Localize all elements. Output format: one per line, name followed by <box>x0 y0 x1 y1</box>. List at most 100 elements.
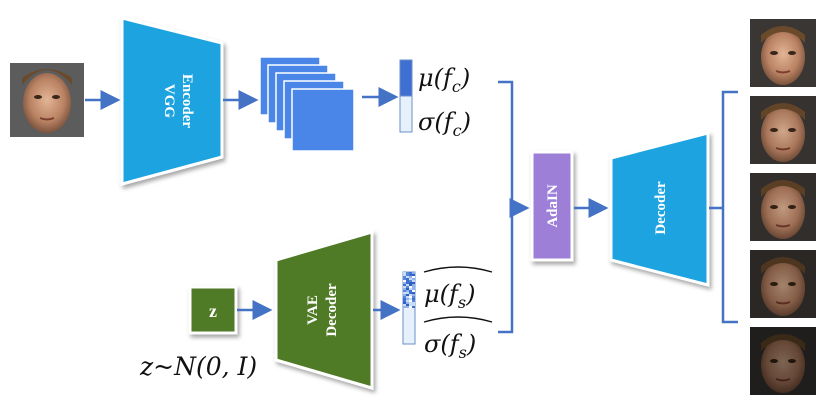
output-face-image <box>750 173 816 241</box>
style-stat-pixel <box>403 286 406 288</box>
style-stat-pixel <box>409 304 412 306</box>
mu-fs-group: μ(fs) <box>423 266 493 312</box>
style-stat-pixel <box>406 294 409 296</box>
decoder-label: Decoder <box>653 181 669 235</box>
output-bracket <box>709 90 738 324</box>
style-stat-pixel <box>403 282 406 284</box>
adain-label: AdaIN <box>545 184 561 228</box>
vgg-encoder-block <box>120 16 224 186</box>
style-stat-pixel <box>409 290 412 292</box>
style-stat-pixel <box>412 286 415 288</box>
style-stat-pixel <box>406 276 409 278</box>
style-stat-pixel <box>412 276 415 278</box>
output-face-image <box>750 327 816 395</box>
style-stat-pixel <box>403 300 406 302</box>
style-stat-pixel <box>409 288 412 290</box>
style-stat-pixel <box>412 304 415 306</box>
style-stat-pixel <box>406 290 409 292</box>
style-stat-pixel <box>412 306 415 308</box>
style-stat-pixel <box>406 292 409 294</box>
style-stat-pixel <box>403 284 406 286</box>
style-stat-pixel <box>409 278 412 280</box>
mu-fc-label: μ(fc) <box>418 64 470 96</box>
style-stat-pixel <box>406 296 409 298</box>
style-stat-pixel <box>403 276 406 278</box>
decoder-block <box>609 131 710 287</box>
style-stat-pixel <box>403 306 406 308</box>
style-stat-pixel <box>403 302 406 304</box>
sigma-fs-group: σ(fs) <box>423 316 493 362</box>
style-stat-pixel <box>403 280 406 282</box>
style-stat-pixel <box>406 288 409 290</box>
mu-fs-tilde <box>423 266 493 273</box>
style-stat-pixel <box>406 282 409 284</box>
style-stat-pixel <box>403 296 406 298</box>
vae-decoder-label-line2: Decoder <box>324 283 340 337</box>
style-stat-pixel <box>409 276 412 278</box>
style-stat-pixel <box>412 296 415 298</box>
output-face-image <box>750 96 816 164</box>
output-face-image <box>750 250 816 318</box>
style-stat-pixel <box>403 304 406 306</box>
style-stat-pixel <box>409 284 412 286</box>
z-box-label: z <box>209 301 217 321</box>
style-stat-pixel <box>412 274 415 276</box>
style-stat-pixel <box>409 280 412 282</box>
style-stat-pixel <box>403 272 406 274</box>
style-stat-pixel <box>406 274 409 276</box>
style-stat-pixel <box>406 306 409 308</box>
style-stat-pixel <box>412 300 415 302</box>
style-stat-pixel <box>409 282 412 284</box>
style-stat-pixel <box>403 274 406 276</box>
content-bracket <box>498 80 514 334</box>
style-stat-pixel <box>409 272 412 274</box>
z-distribution-label: z~N(0, I) <box>139 352 257 381</box>
style-stat-pixel <box>412 284 415 286</box>
style-stat-pixel <box>406 300 409 302</box>
style-stat-pixel <box>409 292 412 294</box>
style-stat-pixel <box>409 298 412 300</box>
style-stat-pixel <box>412 272 415 274</box>
input-face-image <box>10 63 84 137</box>
sigma-fs-tilde <box>423 316 493 323</box>
style-stat-pixel <box>412 294 415 296</box>
style-stat-pixel <box>406 298 409 300</box>
feature-maps-stack <box>259 56 355 152</box>
vgg-encoder-label-line1: VGG <box>161 84 177 119</box>
style-stat-pixel <box>406 302 409 304</box>
style-stat-pixel <box>406 286 409 288</box>
sigma-fc-label: σ(fc) <box>418 108 471 140</box>
style-stat-pixel <box>409 286 412 288</box>
style-stat-pixel <box>409 302 412 304</box>
vgg-encoder-label-line2: Encoder <box>179 74 195 129</box>
style-stat-pixel <box>406 284 409 286</box>
style-stat-pixel <box>412 278 415 280</box>
vae-decoder-block <box>274 230 374 390</box>
sigma-fs-label: σ(fs) <box>424 330 476 362</box>
z-box <box>188 285 238 335</box>
style-stat-pixel <box>406 278 409 280</box>
style-stat-pixel <box>412 282 415 284</box>
vae-decoder-label-line1: VAE <box>305 295 321 325</box>
style-stat-pixel <box>412 280 415 282</box>
output-face-image <box>750 19 816 87</box>
style-stats-bar <box>402 271 416 345</box>
style-stat-pixel <box>403 278 406 280</box>
style-stat-pixel <box>412 302 415 304</box>
style-stat-pixel <box>403 288 406 290</box>
style-stat-pixel <box>409 274 412 276</box>
style-stat-pixel <box>403 290 406 292</box>
style-stat-pixel <box>409 306 412 308</box>
output-faces-column <box>750 19 816 395</box>
mu-fs-label: μ(fs) <box>424 280 475 312</box>
style-stat-pixel <box>412 288 415 290</box>
style-stat-pixel <box>403 298 406 300</box>
style-stat-pixel <box>412 298 415 300</box>
style-stat-pixel <box>409 296 412 298</box>
style-stat-pixel <box>406 304 409 306</box>
style-stat-pixel <box>412 292 415 294</box>
content-stats-bar <box>399 59 413 133</box>
style-stat-pixel <box>412 290 415 292</box>
adain-block <box>530 150 574 262</box>
